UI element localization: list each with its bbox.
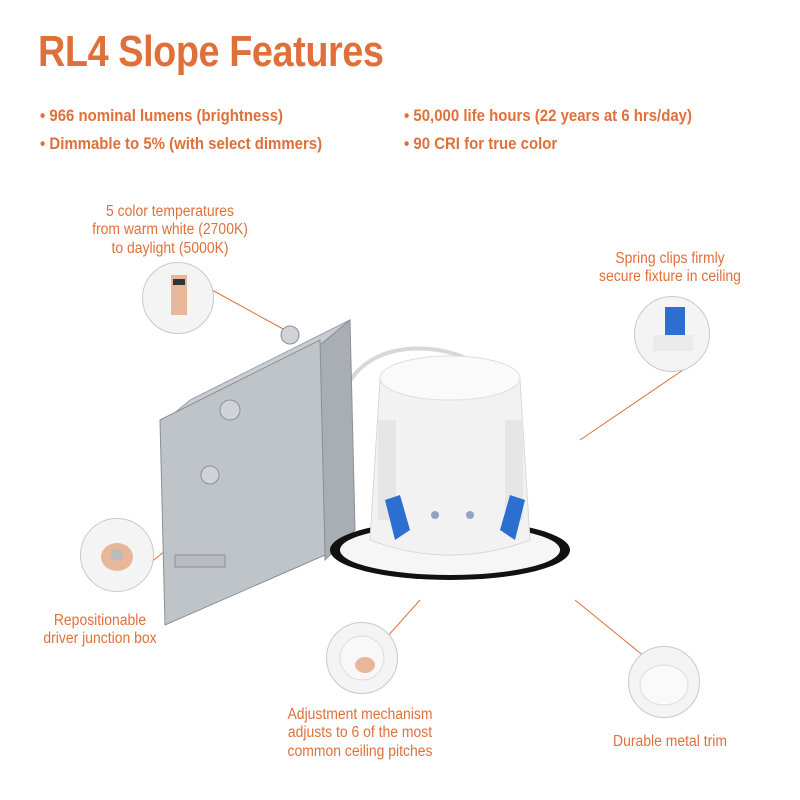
callout-metal-trim: Durable metal trim	[613, 733, 727, 750]
spring-clip-closeup-image	[634, 296, 710, 372]
callout-color-temperatures: 5 color temperatures from warm white (27…	[92, 203, 248, 257]
metal-trim-closeup-image	[628, 646, 700, 718]
product-illustration	[159, 318, 570, 626]
feature-dimmable: Dimmable to 5% (with select dimmers)	[40, 134, 322, 154]
feature-lumens: 966 nominal lumens (brightness)	[40, 106, 283, 126]
callout-spring-clips: Spring clips firmly secure fixture in ce…	[599, 250, 741, 286]
page-title: RL4 Slope Features	[38, 27, 384, 76]
junction-box	[159, 318, 356, 626]
feature-life-hours: 50,000 life hours (22 years at 6 hrs/day…	[404, 106, 692, 126]
light-fixture	[330, 355, 570, 580]
callout-junction-box: Repositionable driver junction box	[43, 612, 157, 648]
callout-adjustment-mechanism: Adjustment mechanism adjusts to 6 of the…	[287, 706, 433, 760]
terminal-closeup-image	[142, 262, 214, 334]
adjustment-closeup-image	[326, 622, 398, 694]
junction-box-closeup-image	[80, 518, 154, 592]
feature-cri: 90 CRI for true color	[404, 134, 557, 154]
